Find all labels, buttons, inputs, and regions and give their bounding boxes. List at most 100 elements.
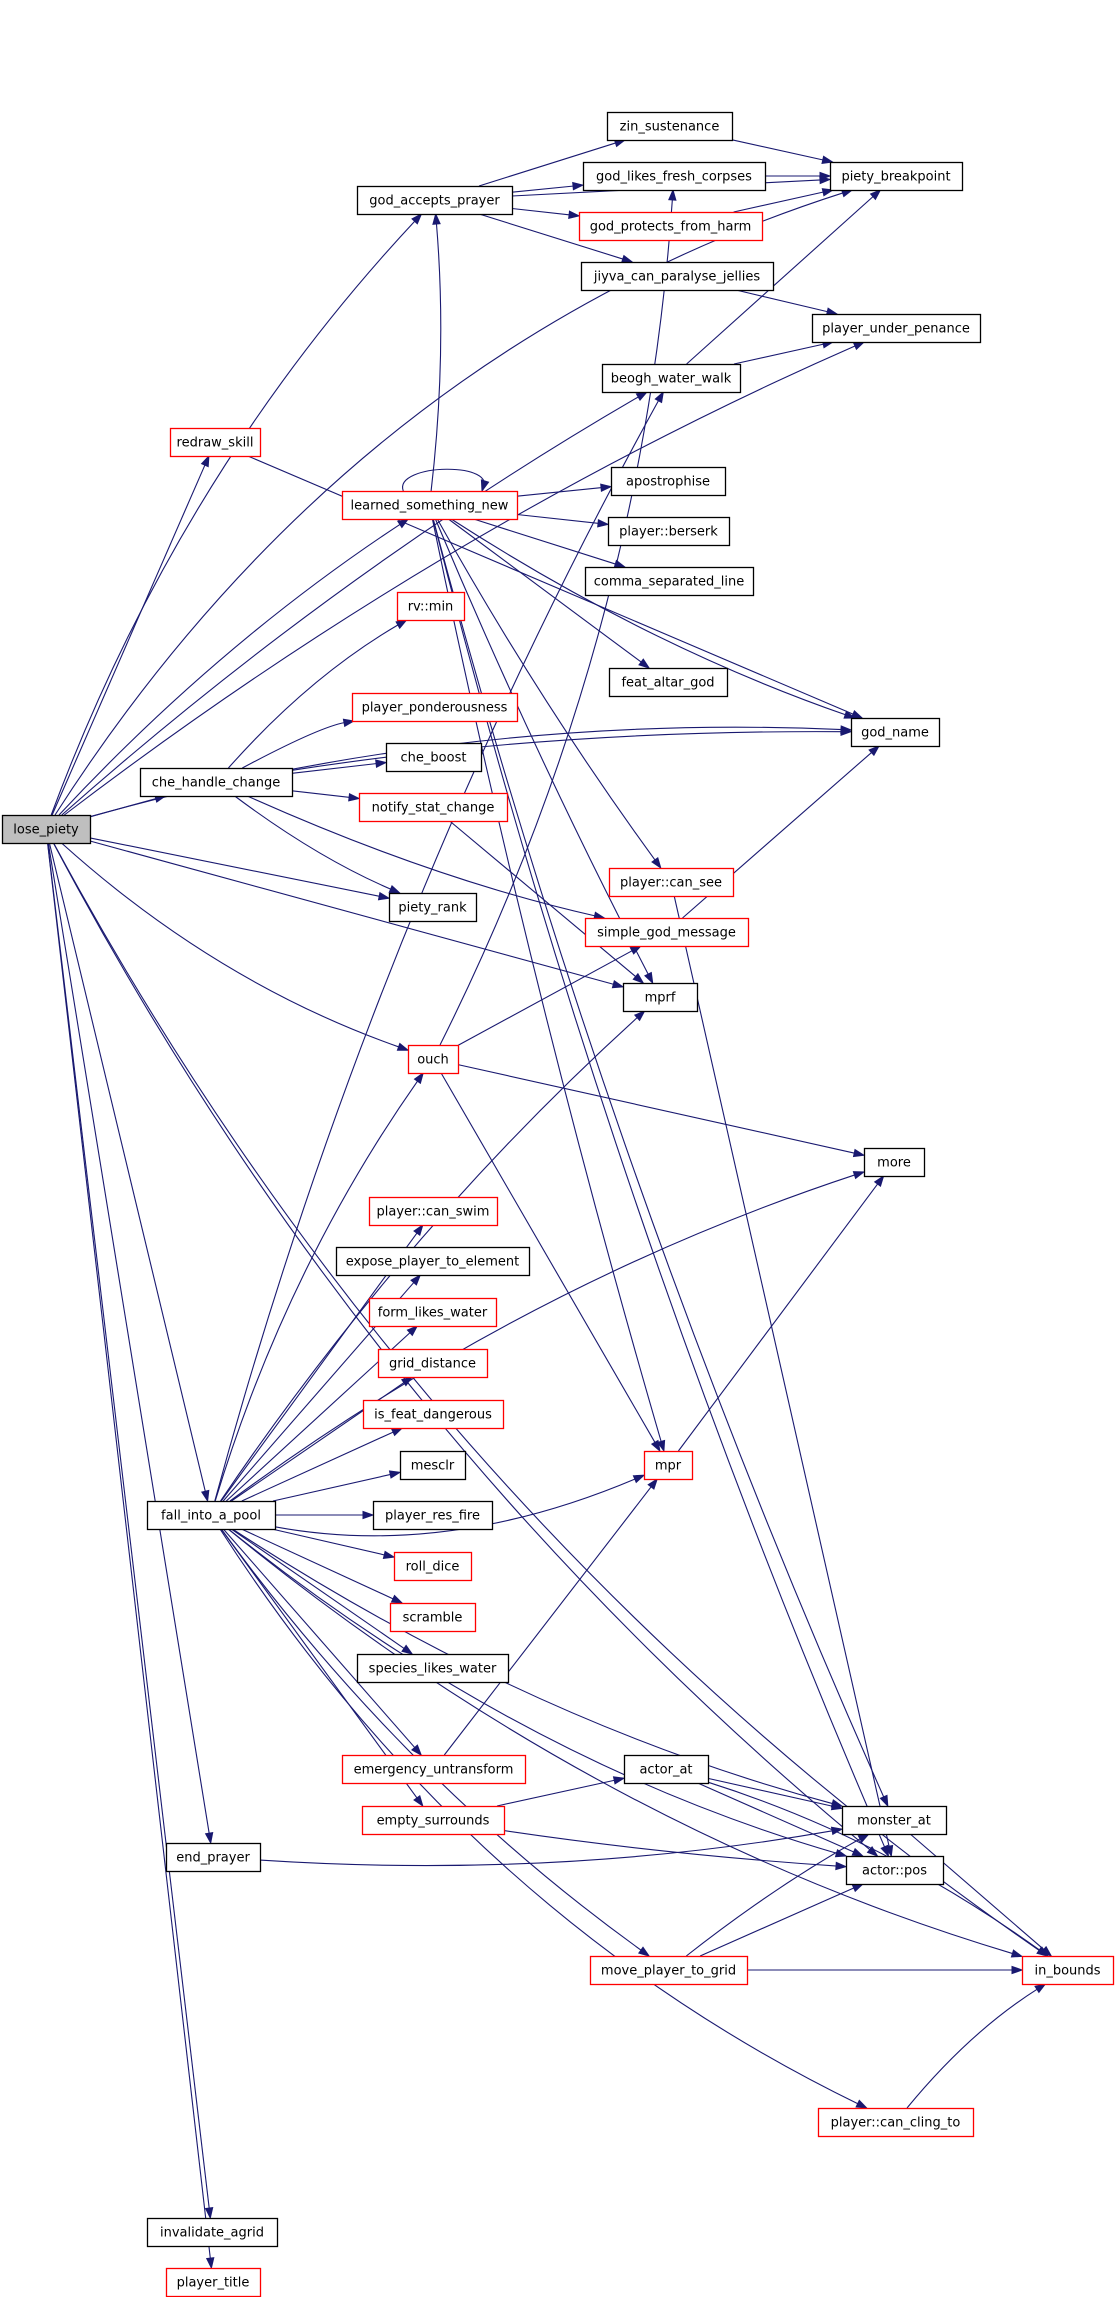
node-feat-altar-god[interactable]: feat_altar_god	[608, 667, 729, 698]
node-box	[146, 1500, 277, 1531]
edge-arrowhead	[396, 1042, 410, 1051]
node-lose-piety[interactable]: lose_piety	[1, 814, 92, 845]
node-label: comma_separated_line	[594, 575, 745, 590]
edge-arrowhead	[600, 483, 613, 493]
node-empty-surrounds[interactable]: empty_surrounds	[361, 1805, 506, 1836]
edge-line	[232, 1528, 834, 1805]
edge-actor_at-to-monster_at	[707, 1777, 844, 1811]
node-notify-stat-change[interactable]: notify_stat_change	[358, 792, 509, 823]
node-god-name[interactable]: god_name	[850, 717, 941, 748]
edge-fall_into_a_pool-to-player_can_cling_to	[219, 1528, 869, 2109]
edge-line	[478, 142, 617, 187]
node-player-can-cling-to[interactable]: player::can_cling_to	[817, 2107, 975, 2138]
node-zin-sustenance[interactable]: zin_sustenance	[606, 111, 734, 142]
node-apostrophise[interactable]: apostrophise	[610, 466, 727, 497]
nodes-layer: lose_piety god_accepts_prayer zin_sustenan…	[1, 111, 1115, 2297]
node-player-can-swim[interactable]: player::can_swim	[368, 1196, 499, 1227]
edge-notify_stat_change-to-mprf	[449, 820, 645, 984]
node-mesclr[interactable]: mesclr	[399, 1450, 467, 1481]
node-jiyva-can-paralyse-jellies[interactable]: jiyva_can_paralyse_jellies	[580, 261, 775, 292]
edge-line	[735, 289, 829, 313]
node-box	[358, 792, 509, 823]
node-emergency-untransform[interactable]: emergency_untransform	[341, 1754, 527, 1785]
edge-line	[54, 192, 844, 816]
edge-arrowhead	[873, 1174, 885, 1188]
node-piety-breakpoint[interactable]: piety_breakpoint	[829, 161, 964, 192]
node-player-can-see[interactable]: player::can_see	[608, 867, 735, 898]
node-label: player_under_penance	[822, 322, 970, 337]
edge-learned_something_new-to-mpr	[431, 518, 666, 1453]
node-in-bounds[interactable]: in_bounds	[1021, 1955, 1115, 1986]
node-comma-separated-line[interactable]: comma_separated_line	[584, 566, 755, 597]
node-box	[863, 1147, 926, 1178]
edge-arrowhead	[869, 189, 882, 201]
node-actor-pos[interactable]: actor::pos	[845, 1855, 945, 1886]
edge-learned_something_new-to-apostrophise	[516, 483, 613, 497]
node-learned-something-new[interactable]: learned_something_new	[341, 490, 519, 521]
edge-line	[89, 837, 381, 897]
node-box	[356, 185, 514, 216]
edge-arrowhead	[654, 390, 665, 404]
node-is-feat-dangerous[interactable]: is_feat_dangerous	[362, 1399, 505, 1430]
node-move-player-to-grid[interactable]: move_player_to_grid	[589, 1955, 749, 1986]
node-scramble[interactable]: scramble	[389, 1602, 477, 1633]
node-player-under-penance[interactable]: player_under_penance	[811, 313, 982, 344]
node-label: god_name	[861, 726, 929, 741]
node-box	[399, 1450, 467, 1481]
node-actor-at[interactable]: actor_at	[623, 1754, 710, 1785]
node-beogh-water-walk[interactable]: beogh_water_walk	[601, 363, 742, 394]
edge-line	[229, 1174, 856, 1502]
edge-line	[436, 518, 656, 862]
node-expose-player-to-element[interactable]: expose_player_to_element	[335, 1246, 531, 1277]
edge-learned_something_new-to-feat_altar_god	[448, 518, 651, 669]
node-grid-distance[interactable]: grid_distance	[377, 1348, 489, 1379]
node-god-protects-from-harm[interactable]: god_protects_from_harm	[578, 211, 764, 242]
edge-arrowhead	[382, 1550, 396, 1559]
edge-che_handle_change-to-piety_rank	[234, 795, 402, 894]
node-mprf[interactable]: mprf	[622, 982, 699, 1013]
node-monster-at[interactable]: monster_at	[841, 1805, 948, 1836]
edge-line	[58, 523, 402, 816]
edge-arrowhead	[835, 1861, 848, 1871]
edge-jiyva_can_paralyse_jellies-to-player_under_penance	[735, 289, 839, 316]
edge-arrowhead	[668, 188, 677, 201]
edge-fall_into_a_pool-to-emergency_untransform	[222, 1528, 423, 1757]
node-box	[361, 1805, 506, 1836]
node-player-berserk[interactable]: player::berserk	[607, 516, 731, 547]
node-ouch[interactable]: ouch	[407, 1044, 460, 1075]
node-invalidate-agrid[interactable]: invalidate_agrid	[146, 2217, 279, 2248]
node-label: notify_stat_change	[372, 801, 495, 816]
node-label: player::berserk	[619, 525, 718, 540]
node-che-boost[interactable]: che_boost	[385, 742, 483, 773]
node-end-prayer[interactable]: end_prayer	[165, 1842, 262, 1873]
edge-ouch-to-more	[457, 1064, 866, 1158]
edge-arrowhead	[632, 972, 645, 984]
node-box	[845, 1855, 945, 1886]
node-label: is_feat_dangerous	[374, 1408, 492, 1423]
node-form-likes-water[interactable]: form_likes_water	[368, 1297, 498, 1328]
node-piety-rank[interactable]: piety_rank	[388, 892, 478, 923]
node-god-likes-fresh-corpses[interactable]: god_likes_fresh_corpses	[582, 161, 767, 192]
node-roll-dice[interactable]: roll_dice	[393, 1551, 473, 1582]
edge-learned_something_new-to-player_berserk	[516, 513, 610, 528]
node-player-ponderousness[interactable]: player_ponderousness	[351, 692, 519, 723]
edge-arrowhead	[205, 2257, 215, 2270]
node-fall-into-a-pool[interactable]: fall_into_a_pool	[146, 1500, 277, 1531]
node-species-likes-water[interactable]: species_likes_water	[356, 1653, 510, 1684]
node-player-title[interactable]: player_title	[165, 2267, 262, 2297]
edge-ouch-to-god_likes_fresh_corpses	[439, 188, 677, 1046]
edge-line	[247, 795, 596, 917]
node-more[interactable]: more	[863, 1147, 926, 1178]
node-simple-god-message[interactable]: simple_god_message	[584, 917, 750, 948]
edge-lose_piety-to-invalidate_agrid	[47, 842, 214, 2220]
node-che-handle-change[interactable]: che_handle_change	[139, 767, 294, 798]
edge-arrowhead	[632, 1474, 646, 1484]
node-redraw-skill[interactable]: redraw_skill	[169, 427, 262, 458]
edge-line	[242, 721, 346, 769]
node-player-res-fire[interactable]: player_res_fire	[372, 1500, 494, 1531]
node-rv-min[interactable]: rv::min	[396, 591, 466, 622]
node-god-accepts-prayer[interactable]: god_accepts_prayer	[356, 185, 514, 216]
node-mpr[interactable]: mpr	[643, 1450, 694, 1481]
edge-line	[457, 1064, 856, 1154]
